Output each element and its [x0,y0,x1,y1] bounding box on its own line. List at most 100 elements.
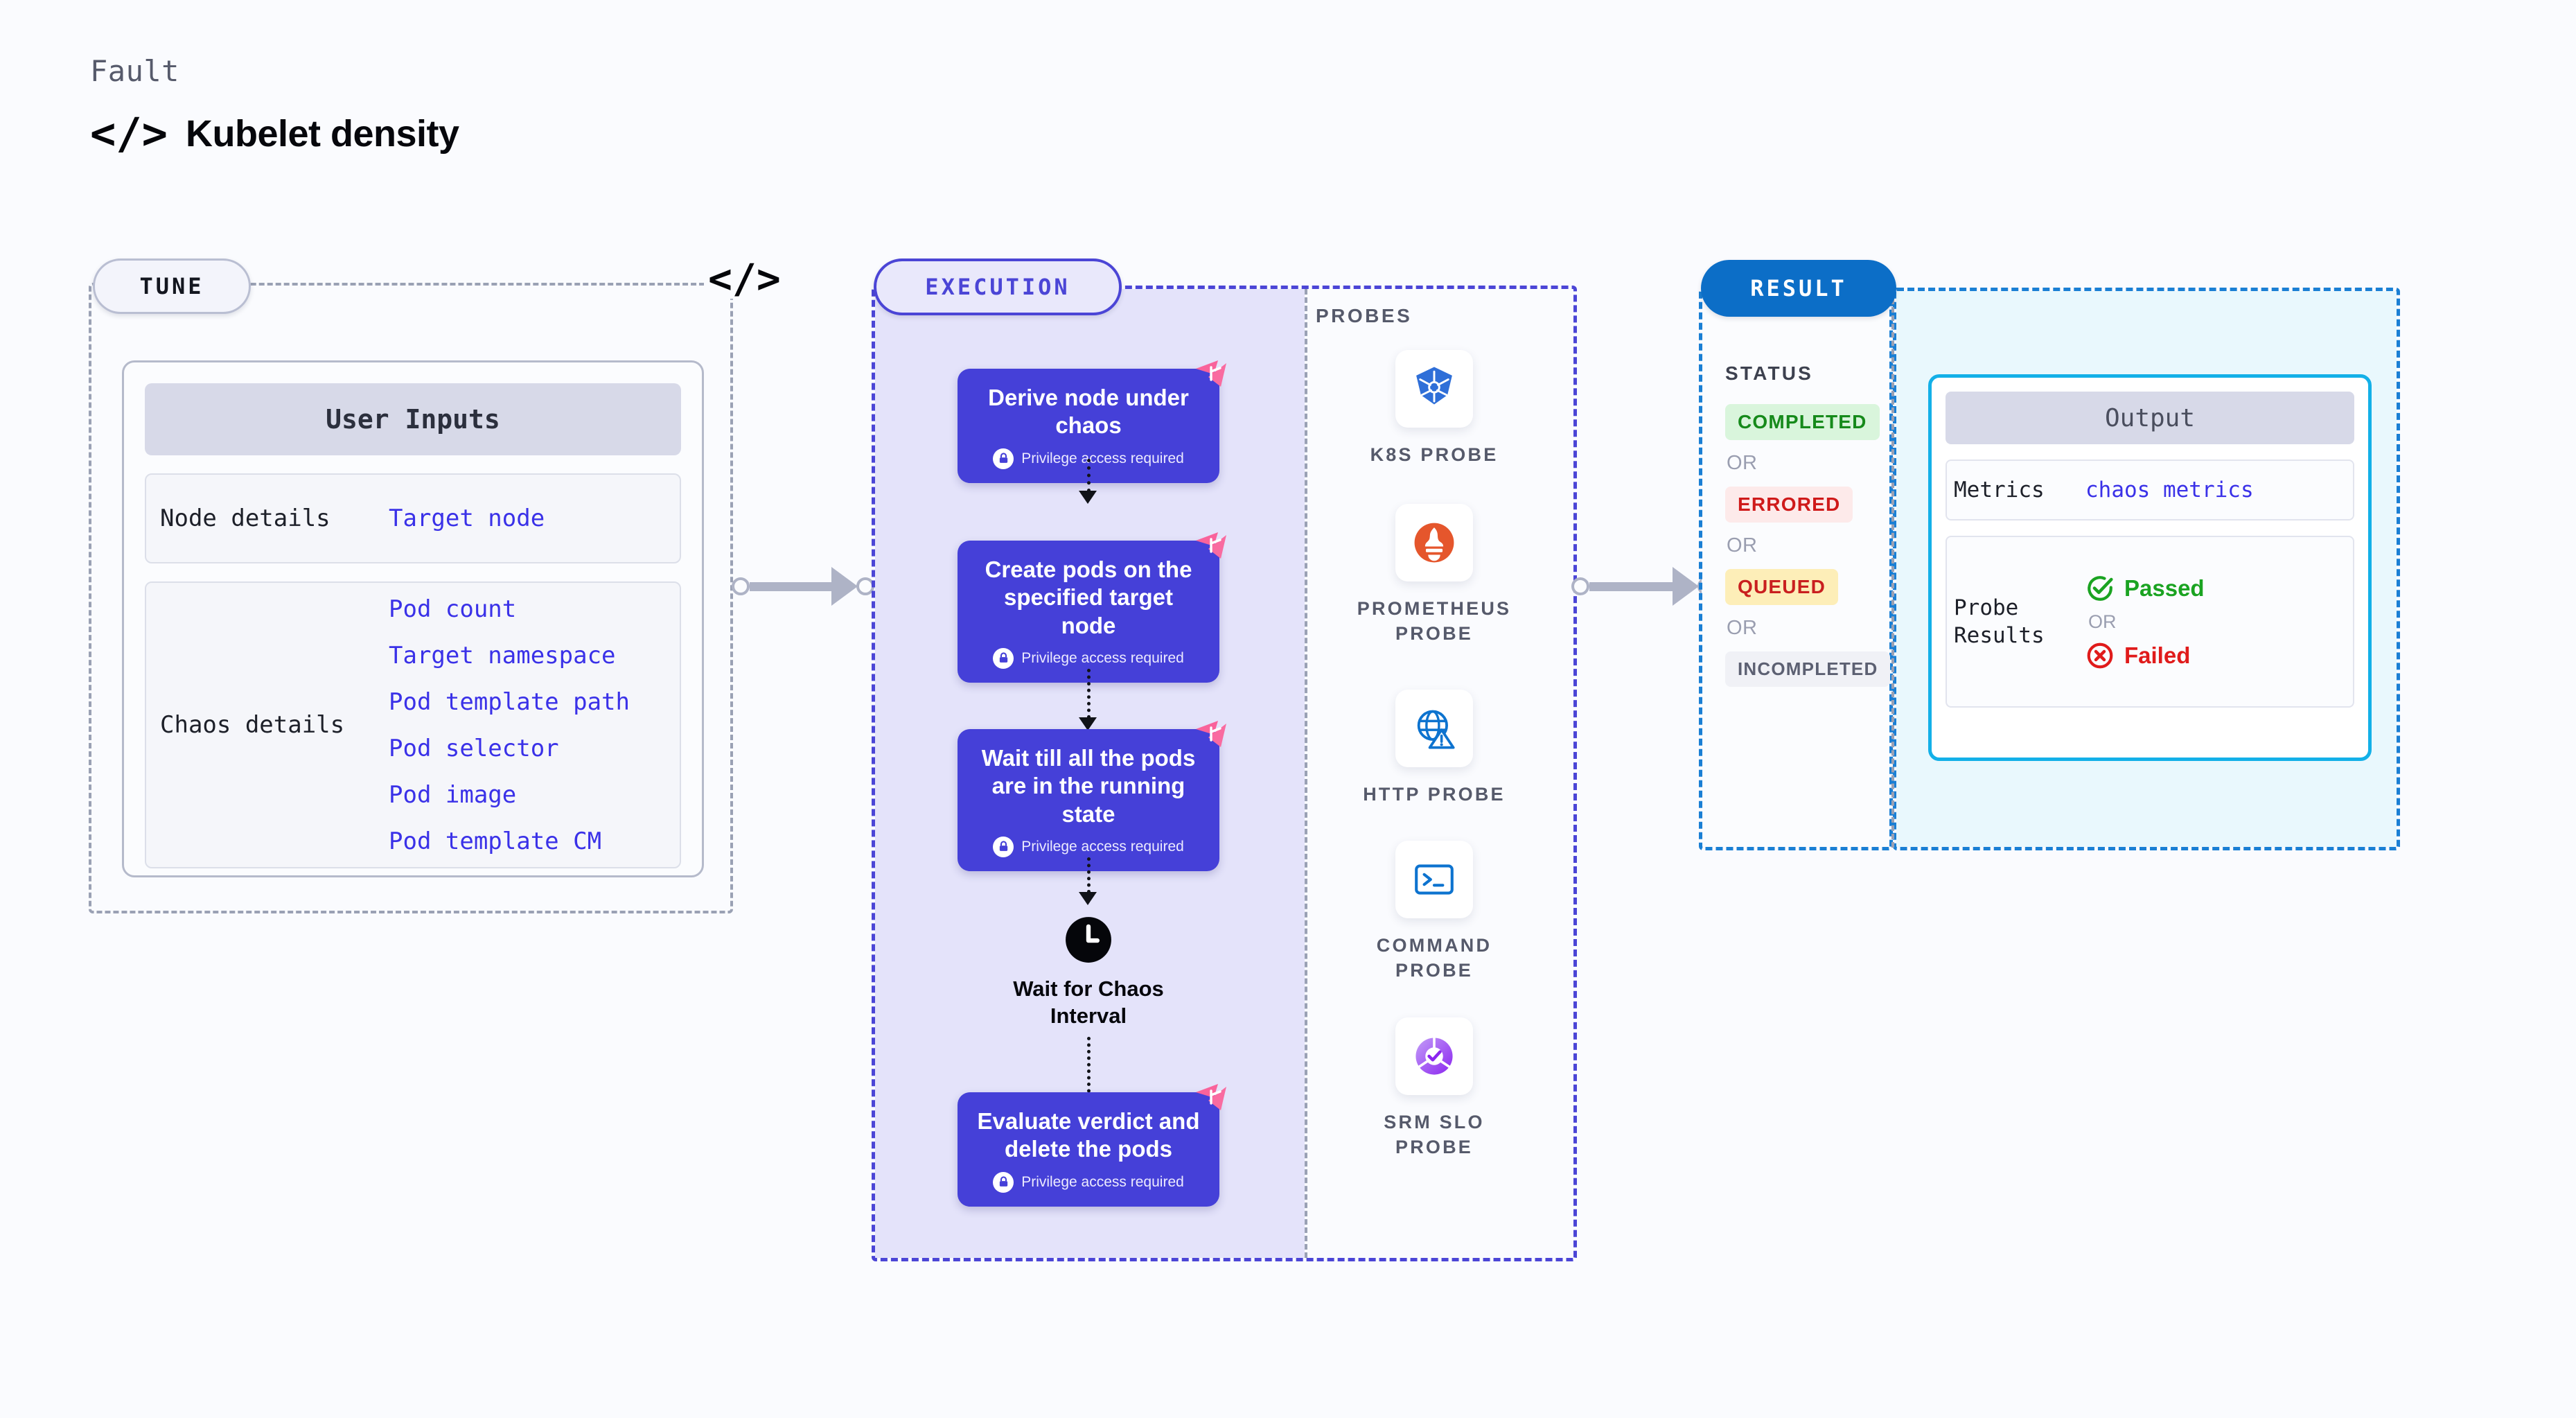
step-title: Wait till all the pods are in the runnin… [981,745,1196,827]
connector-bar [750,581,831,591]
lock-icon [993,1171,1014,1193]
metrics-label: Metrics [1954,477,2045,502]
probe-srm-slo[interactable]: SRM SLO PROBE [1348,1017,1521,1159]
probe-label: COMMAND PROBE [1376,935,1492,981]
terminal-icon [1415,864,1454,895]
result-panel-divider [1891,290,1894,848]
chaos-details-label: Chaos details [160,711,345,739]
probe-results-label: Probe Results [1954,595,2045,648]
input-pod-template-cm[interactable]: Pod template CM [389,827,602,855]
step-privilege-label: Privilege access required [1021,838,1184,855]
input-pod-image[interactable]: Pod image [389,780,517,809]
connector-arrow-icon [1673,567,1699,606]
step-title: Derive node under chaos [988,385,1189,439]
step-connector-line [1087,669,1091,719]
output-probe-results-row: Probe Results Passed OR Failed [1946,536,2354,708]
probe-tile [1395,504,1473,581]
status-heading: STATUS [1725,362,1814,384]
input-target-namespace[interactable]: Target namespace [389,641,616,669]
execution-step-evaluate-verdict[interactable]: Evaluate verdict and delete the pods Pri… [958,1084,1226,1207]
harness-ribbon-icon [1196,721,1226,747]
probe-http[interactable]: HTTP PROBE [1348,690,1521,807]
step-connector-arrow-icon [1079,892,1097,905]
input-pod-count[interactable]: Pod count [389,595,517,623]
step-connector-line [1087,459,1091,492]
chaos-details-values: Pod count Target namespace Pod template … [389,597,630,853]
check-circle-icon [2088,575,2113,601]
prometheus-icon [1414,523,1454,563]
status-badge-completed: COMPLETED [1725,404,1880,440]
step-privilege-label: Privilege access required [1021,1173,1184,1190]
result-stage-frame-right [1893,288,2400,850]
kubernetes-icon [1416,367,1452,405]
code-icon: </> [90,108,168,159]
probe-label: K8S PROBE [1370,444,1499,465]
probe-verdict-list: Passed OR Failed [2085,574,2205,670]
step-privilege-note: Privilege access required [976,1171,1201,1193]
lock-icon [993,836,1014,857]
harness-ribbon-icon [1196,532,1226,559]
input-pod-template-path[interactable]: Pod template path [389,688,630,716]
output-title: Output [1946,392,2354,444]
srm-slo-icon [1415,1036,1453,1075]
probe-prometheus[interactable]: PROMETHEUS PROBE [1348,504,1521,646]
connector-dot [732,577,750,595]
lock-icon [993,448,1014,469]
execution-stage-pill[interactable]: EXECUTION [874,259,1122,315]
connector-dot [856,577,874,595]
status-list: COMPLETED OR ERRORED OR QUEUED OR INCOMP… [1725,404,1891,687]
x-circle-icon [2087,642,2113,668]
clock-icon [1066,917,1111,963]
node-details-values: Target node [389,507,545,530]
connector-tune-to-execution [732,567,876,606]
code-icon: </> [704,259,785,299]
verdict-passed: Passed [2085,574,2205,603]
step-privilege-note: Privilege access required [976,448,1201,469]
verdict-or: OR [2088,611,2117,632]
page-title-row: </> Kubelet density [90,112,459,155]
step-connector-line [1087,857,1091,893]
connector-dot [1571,577,1589,595]
output-card: Output Metrics chaos metrics Probe Resul… [1928,374,2372,761]
connector-execution-to-result [1571,567,1717,606]
http-globe-icon [1417,710,1455,749]
probe-k8s[interactable]: K8S PROBE [1348,350,1521,468]
metrics-value[interactable]: chaos metrics [2085,478,2254,502]
status-or: OR [1727,452,1758,474]
execution-step-wait-running[interactable]: Wait till all the pods are in the runnin… [958,721,1226,871]
step-privilege-note: Privilege access required [976,836,1201,857]
output-metrics-row: Metrics chaos metrics [1946,459,2354,520]
probe-label: HTTP PROBE [1363,784,1506,805]
input-target-node[interactable]: Target node [389,505,545,532]
execution-stage-frame [872,286,1577,1261]
status-badge-queued: QUEUED [1725,569,1838,605]
status-badge-incompleted: INCOMPLETED [1725,651,1891,687]
result-stage-pill[interactable]: RESULT [1701,260,1896,317]
probe-tile [1395,350,1473,428]
input-pod-selector[interactable]: Pod selector [389,734,559,762]
step-privilege-label: Privilege access required [1021,450,1184,466]
node-details-section: Node details Target node [145,473,681,563]
probe-label: PROMETHEUS PROBE [1357,598,1512,644]
chaos-details-section: Chaos details Pod count Target namespace… [145,581,681,868]
user-inputs-title: User Inputs [145,383,681,455]
user-inputs-card: User Inputs Node details Target node Cha… [122,360,704,877]
execution-step-create-pods[interactable]: Create pods on the specified target node… [958,532,1226,683]
step-privilege-note: Privilege access required [976,647,1201,669]
probe-tile [1395,841,1473,918]
lock-icon [993,647,1014,669]
tune-stage-frame [89,283,733,913]
harness-ribbon-icon [1196,360,1226,387]
page-kicker: Fault [90,54,179,88]
status-or: OR [1727,534,1758,557]
step-title: Evaluate verdict and delete the pods [977,1108,1200,1162]
verdict-failed: Failed [2085,641,2205,670]
step-connector-line [1087,1037,1091,1099]
step-title: Create pods on the specified target node [985,557,1192,638]
probe-command[interactable]: COMMAND PROBE [1348,841,1521,983]
tune-stage-pill[interactable]: TUNE [93,259,251,314]
probes-divider [1305,289,1307,1258]
verdict-passed-label: Passed [2124,575,2205,601]
harness-ribbon-icon [1196,1084,1226,1110]
